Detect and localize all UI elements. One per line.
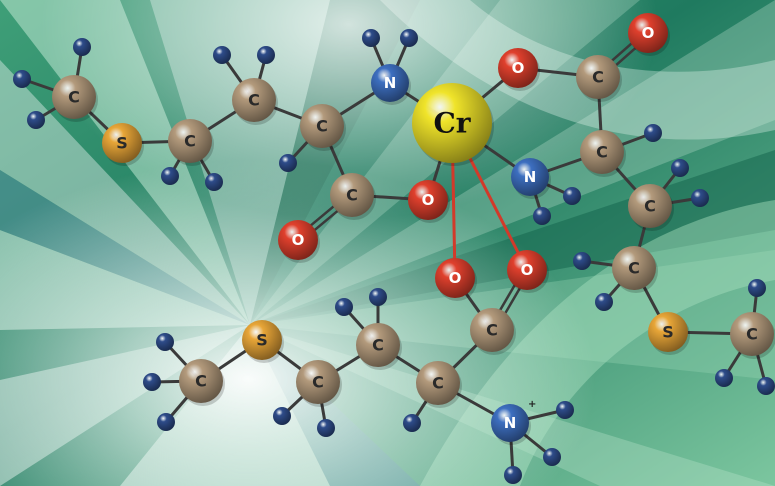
hydrogen-atom <box>156 333 174 351</box>
hydrogen-atom <box>400 29 418 47</box>
hydrogen-atom <box>13 70 31 88</box>
atom-c-c15: C <box>179 359 225 406</box>
atom-label: O <box>422 191 435 209</box>
hydrogen-atom <box>748 279 766 297</box>
atom-label: C <box>195 372 207 391</box>
atom-c-c14: C <box>296 360 342 407</box>
atom-s-s1: S <box>102 123 144 166</box>
atom-c-c12: C <box>416 361 462 408</box>
hydrogen-atom <box>143 373 161 391</box>
atom-o-o5: O <box>435 258 477 301</box>
atom-n-n3: N+ <box>491 399 536 445</box>
atom-c-c8: C <box>628 184 674 231</box>
hydrogen-atom <box>543 448 561 466</box>
atom-o-o6: O <box>507 250 549 293</box>
atom-c-c4: C <box>300 104 346 151</box>
hydrogen-atom <box>556 401 574 419</box>
atom-label: Cr <box>433 107 471 140</box>
hydrogen-atom <box>573 252 591 270</box>
hydrogen-atom <box>257 46 275 64</box>
atom-c-c2: C <box>168 119 214 166</box>
atom-label: C <box>596 143 608 162</box>
hydrogen-atom <box>279 154 297 172</box>
hydrogen-atom <box>317 419 335 437</box>
atom-label: C <box>592 68 604 87</box>
hydrogen-atom <box>715 369 733 387</box>
hydrogen-atom <box>757 377 775 395</box>
atom-label: C <box>184 132 196 151</box>
atom-c-c5: C <box>330 173 376 220</box>
atom-o-o4: O <box>628 13 670 56</box>
hydrogen-atom <box>563 187 581 205</box>
atom-label: O <box>292 231 305 249</box>
atom-cr-cr: Cr <box>412 83 494 166</box>
atom-label: C <box>486 321 498 340</box>
hydrogen-atom <box>362 29 380 47</box>
hydrogen-atom <box>205 173 223 191</box>
hydrogen-atoms <box>13 29 775 484</box>
atom-n-n2: N <box>511 158 551 199</box>
hydrogen-atom <box>335 298 353 316</box>
atom-label: C <box>746 325 758 344</box>
atom-label: C <box>432 374 444 393</box>
hydrogen-atom <box>533 207 551 225</box>
hydrogen-atom <box>691 189 709 207</box>
atom-o-o1: O <box>278 220 320 263</box>
hydrogen-atom <box>161 167 179 185</box>
hydrogen-atom <box>273 407 291 425</box>
charge-label: + <box>528 399 536 410</box>
atom-c-c1: C <box>52 75 98 122</box>
atom-o-o3: O <box>498 48 540 91</box>
hydrogen-atom <box>73 38 91 56</box>
atom-c-c9: C <box>612 246 658 293</box>
atom-c-c13: C <box>356 323 402 370</box>
hydrogen-atom <box>157 413 175 431</box>
atom-label: C <box>312 373 324 392</box>
atom-label: C <box>628 259 640 278</box>
atom-label: C <box>644 197 656 216</box>
atom-c-c11: C <box>470 308 516 355</box>
atom-label: O <box>449 269 462 287</box>
atom-label: O <box>512 59 525 77</box>
atom-s-s2: S <box>648 312 690 355</box>
hydrogen-atom <box>504 466 522 484</box>
atom-label: S <box>116 134 128 153</box>
hydrogen-atom <box>595 293 613 311</box>
atom-c-c10: C <box>730 312 775 359</box>
atom-s-s3: S <box>242 320 284 363</box>
atom-label: N <box>384 74 397 92</box>
atom-n-n1: N <box>371 64 411 105</box>
atom-c-c7: C <box>580 130 626 177</box>
atom-label: C <box>372 336 384 355</box>
hydrogen-atom <box>644 124 662 142</box>
hydrogen-atom <box>213 46 231 64</box>
atom-o-o2: O <box>408 180 450 223</box>
atom-label: S <box>662 323 674 342</box>
hydrogen-atom <box>671 159 689 177</box>
atom-label: C <box>68 88 80 107</box>
atom-label: O <box>642 24 655 42</box>
atom-label: S <box>256 331 268 350</box>
atom-c-c6: C <box>576 55 622 102</box>
atom-label: C <box>248 91 260 110</box>
atom-label: O <box>521 261 534 279</box>
atom-label: C <box>346 186 358 205</box>
hydrogen-atom <box>369 288 387 306</box>
hydrogen-atom <box>27 111 45 129</box>
atom-label: N <box>524 168 537 186</box>
atom-c-c3: C <box>232 78 278 125</box>
hydrogen-atom <box>403 414 421 432</box>
atom-label: N <box>504 414 517 432</box>
atom-label: C <box>316 117 328 136</box>
